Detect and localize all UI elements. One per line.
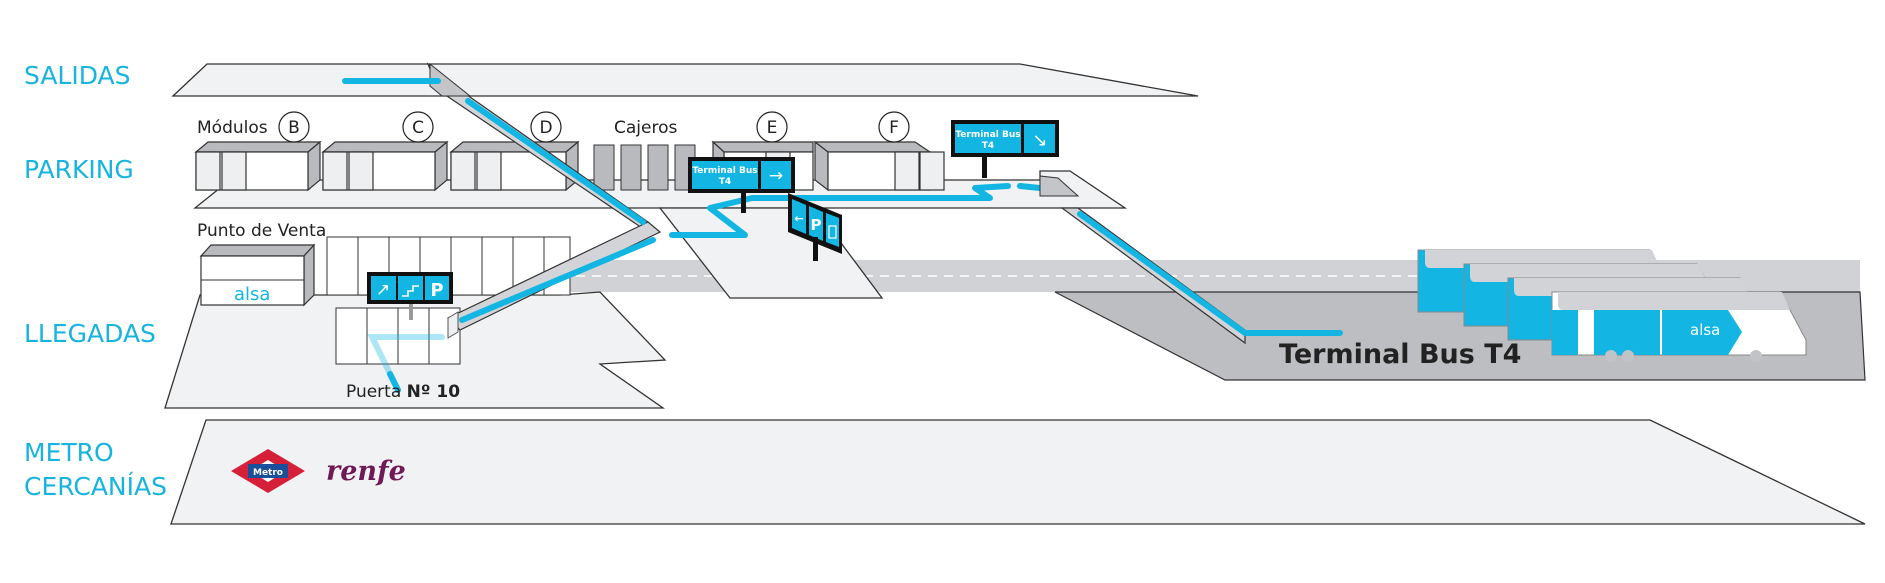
level-label-llegadas: LLEGADAS	[24, 319, 156, 348]
arrow-down-right-icon: ↘	[1032, 130, 1047, 151]
alsa-sales-point: alsa	[199, 243, 316, 307]
module-label-b: B	[278, 111, 310, 143]
arrow-right-icon: →	[769, 166, 783, 186]
level-label-parking: PARKING	[24, 155, 134, 184]
route-gate-10-exit	[387, 371, 401, 393]
route-escalator-llegadas	[459, 237, 656, 323]
parking-icon: P	[811, 216, 822, 234]
floor-metro	[170, 419, 1866, 525]
level-label-cercanias: CERCANÍAS	[24, 472, 167, 501]
bus-4: alsa	[1551, 291, 1807, 362]
gate-label: Puerta Nº 10	[346, 382, 460, 402]
module-label-f: F	[878, 111, 910, 143]
level-label-salidas: SALIDAS	[24, 61, 131, 90]
svg-text:T4: T4	[719, 177, 731, 187]
svg-text:Terminal Bus: Terminal Bus	[692, 166, 757, 176]
punto-venta-label: Punto de Venta	[197, 221, 326, 241]
route-bus-terminal	[1077, 211, 1343, 336]
arrow-left-icon: ←	[794, 212, 803, 225]
sign-arrivals: ↗ P	[367, 272, 453, 304]
module-label-d: D	[530, 111, 562, 143]
svg-text:B: B	[288, 118, 300, 138]
cajeros-label: Cajeros	[614, 118, 677, 138]
route-parking-dash	[1017, 183, 1043, 191]
metro-logo: Metro	[231, 449, 305, 493]
gate-10-doors	[335, 300, 461, 365]
luggage-icon	[828, 225, 837, 239]
route-parking	[669, 183, 1011, 238]
floor-salidas	[171, 63, 1199, 97]
svg-text:D: D	[539, 118, 552, 138]
arrow-up-right-icon: ↗	[376, 280, 390, 300]
svg-text:C: C	[412, 118, 424, 138]
alsa-logo-bus: alsa	[1690, 321, 1720, 339]
sign-parking-luggage: ← P	[788, 193, 842, 261]
modulos-label: Módulos	[197, 118, 268, 138]
renfe-logo: renfe	[326, 456, 406, 487]
module-label-e: E	[756, 111, 788, 143]
svg-text:F: F	[889, 118, 899, 138]
module-box-d	[449, 140, 580, 192]
sign-terminal-bus-parking: Terminal Bus T4 →	[688, 157, 795, 213]
svg-text:T4: T4	[982, 141, 994, 151]
module-box-c	[321, 140, 449, 192]
svg-text:E: E	[767, 118, 778, 138]
parking-icon-arrivals: P	[430, 280, 443, 301]
level-label-metro: METRO	[24, 438, 114, 467]
alsa-logo-kiosk: alsa	[234, 284, 270, 305]
svg-text:Metro: Metro	[253, 468, 283, 478]
route-escalator-down	[465, 98, 646, 225]
stairs-icon	[402, 285, 419, 297]
svg-text:Terminal Bus: Terminal Bus	[955, 130, 1020, 140]
module-label-c: C	[402, 111, 434, 143]
escalator-bus-terminal	[1039, 175, 1246, 345]
sign-terminal-bus-upper: Terminal Bus T4 ↘	[951, 120, 1059, 178]
module-box-f	[813, 140, 945, 192]
module-box-b	[194, 140, 322, 192]
terminal-bus-label: Terminal Bus T4	[1279, 339, 1521, 370]
